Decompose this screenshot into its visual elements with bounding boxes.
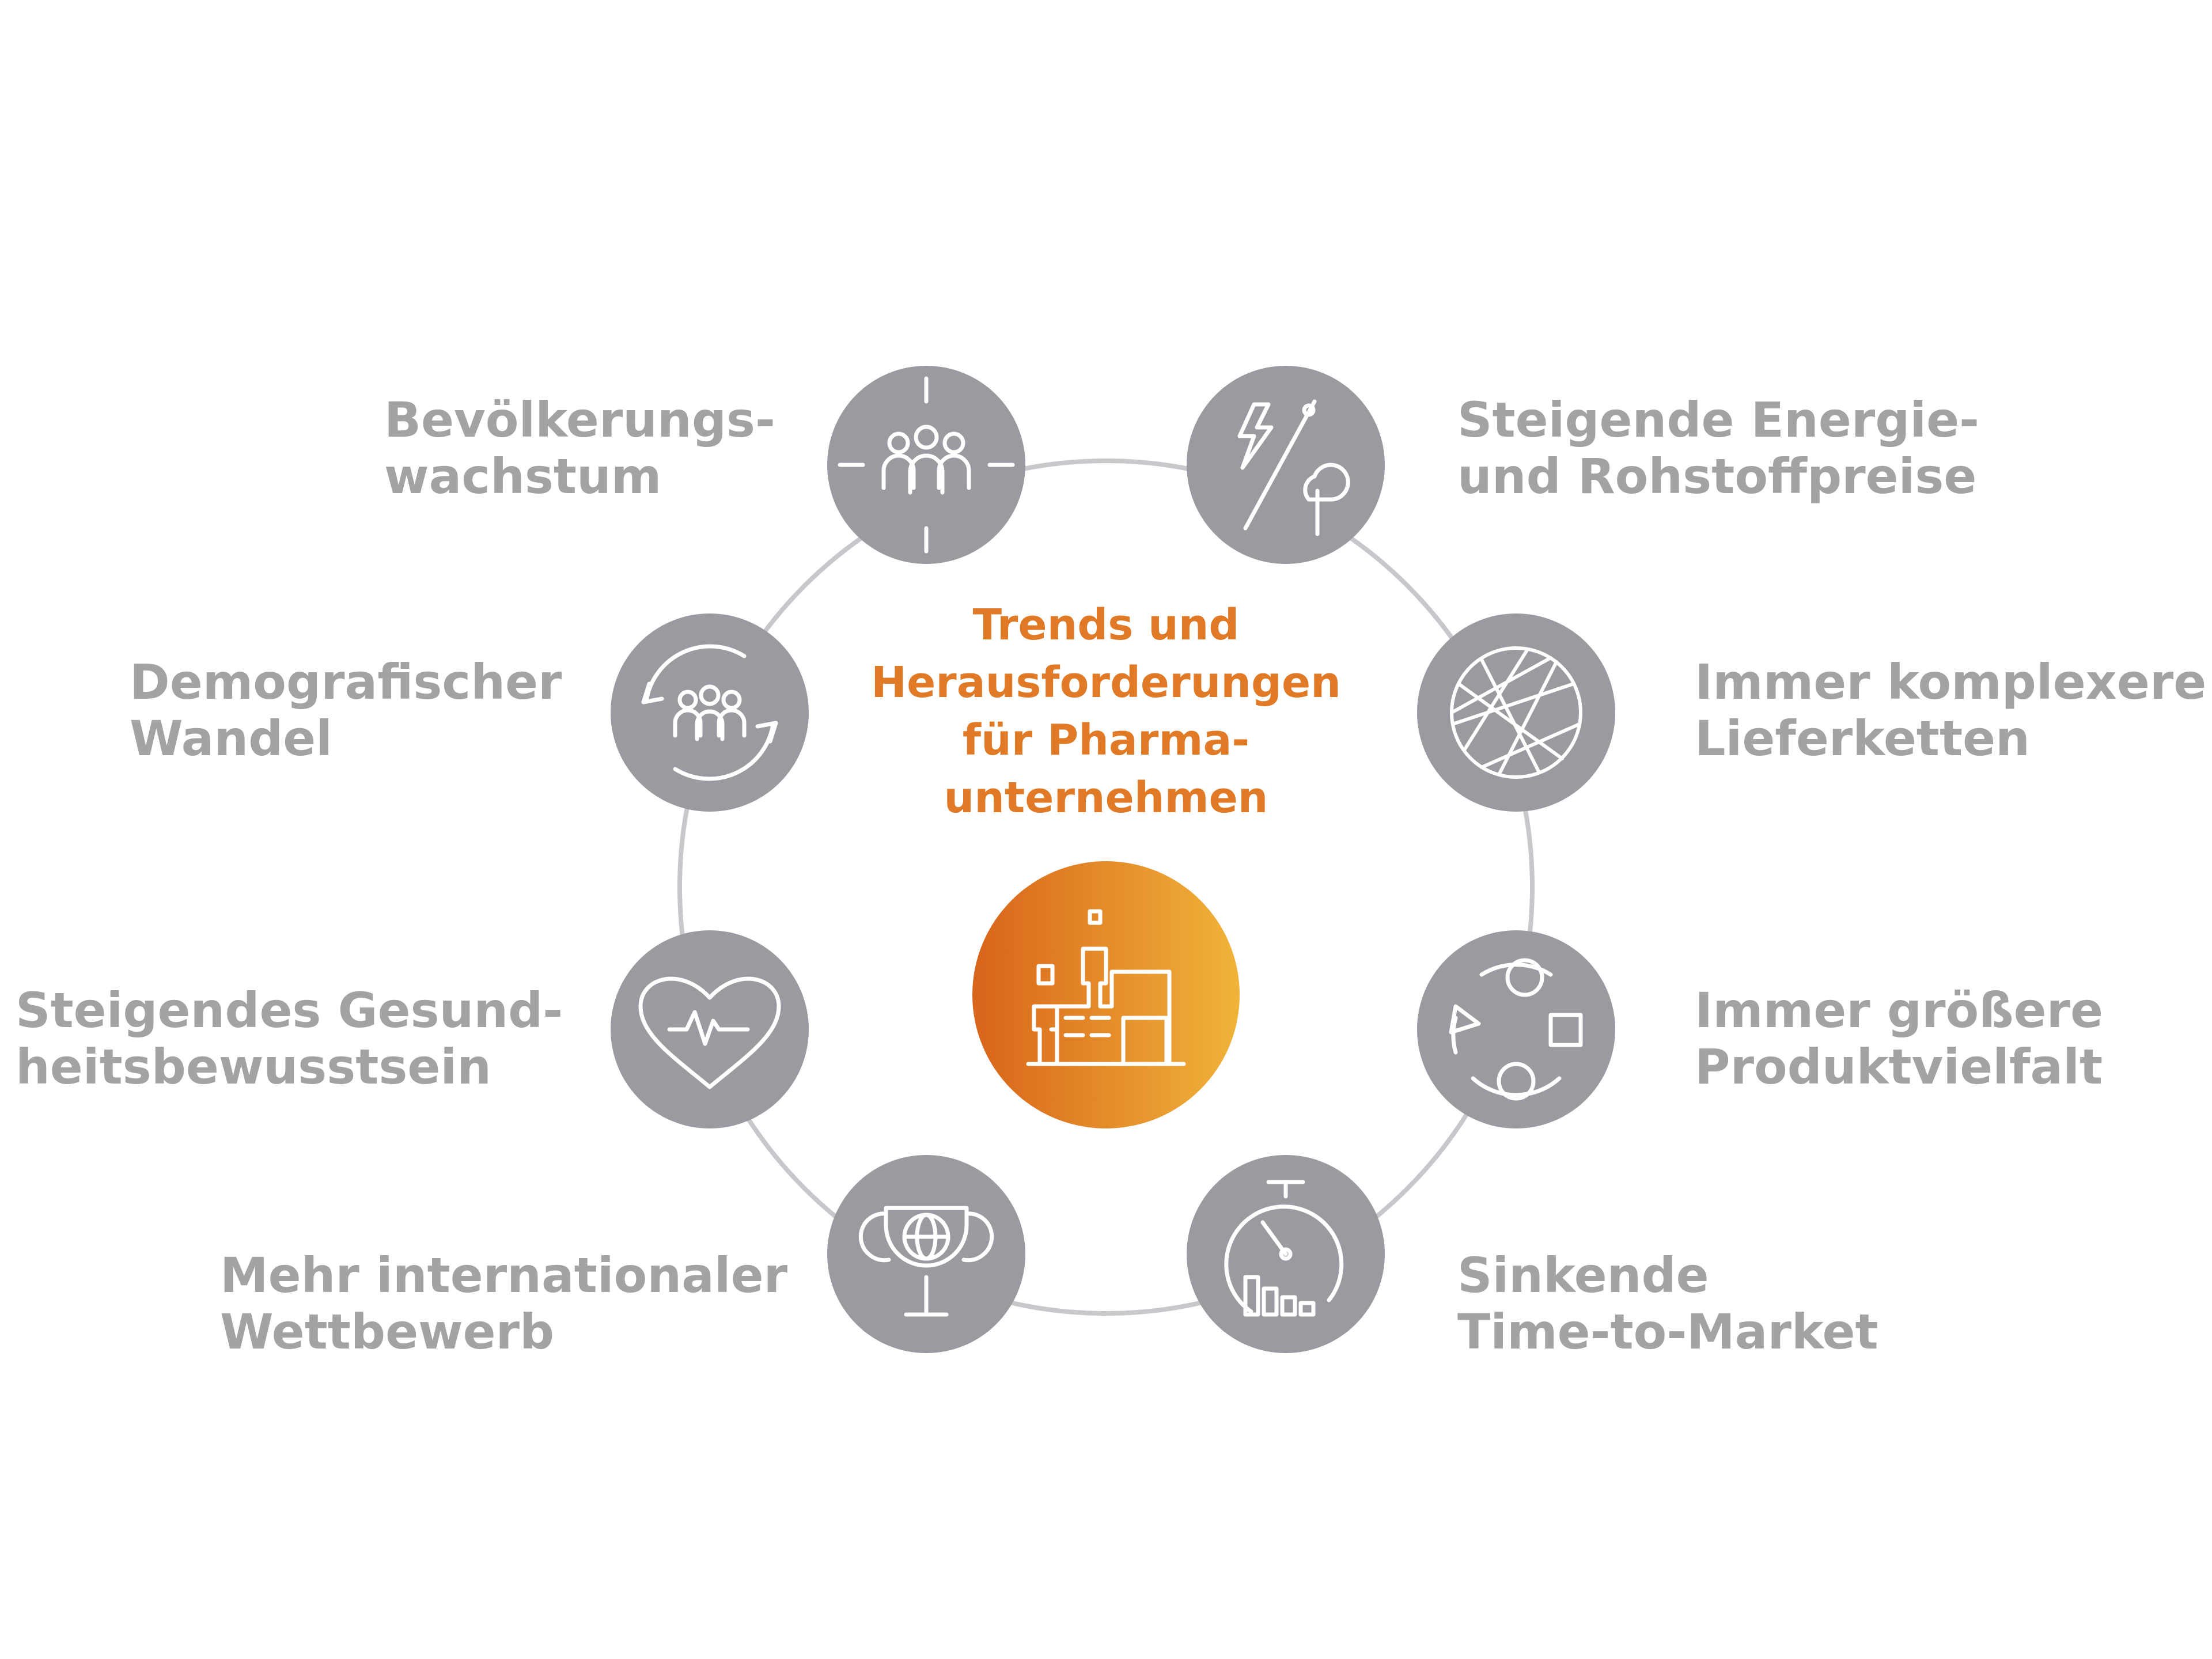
center-title-line: unternehmen (944, 773, 1268, 823)
factory-icon (1026, 909, 1186, 1066)
label-demografie: Demografischer Wandel (130, 654, 562, 767)
heart-pulse-icon (638, 976, 781, 1089)
network-globe-icon (1450, 646, 1582, 779)
label-line: Immer größere (1695, 982, 2103, 1039)
label-wettbewerb: Mehr internationaler Wettbewerb (220, 1247, 787, 1360)
node-wettbewerb (827, 1155, 1025, 1353)
label-line: Wandel (130, 710, 333, 767)
node-time-to-market (1187, 1155, 1385, 1353)
center-title: Trends und Herausforderungen für Pharma-… (830, 596, 1382, 827)
label-line: Produktvielfalt (1695, 1039, 2103, 1095)
label-gesundheit: Steigendes Gesund- heitsbewusstsein (16, 982, 563, 1095)
node-lieferketten (1417, 613, 1615, 812)
label-time-to-market: Sinkende Time-to-Market (1457, 1247, 1878, 1360)
node-gesundheit (611, 930, 809, 1128)
node-produktvielfalt (1417, 930, 1615, 1128)
population-growth-icon (838, 376, 1015, 554)
node-demografie (611, 613, 809, 812)
label-line: Demografischer (130, 654, 562, 710)
label-line: Wettbewerb (220, 1304, 555, 1360)
label-line: wachstum (384, 448, 662, 505)
label-line: heitsbewusstsein (16, 1039, 491, 1095)
center-title-line: Herausforderungen (871, 658, 1341, 707)
label-line: Steigendes Gesund- (16, 982, 563, 1039)
label-line: Lieferketten (1695, 710, 2030, 767)
label-line: und Rohstoffpreise (1457, 448, 1977, 505)
label-line: Steigende Energie- (1457, 392, 1979, 448)
label-line: Immer komplexere (1695, 654, 2207, 710)
label-line: Bevölkerungs- (384, 392, 775, 448)
stopwatch-chart-icon (1224, 1180, 1344, 1317)
label-bevoelkerung: Bevölkerungs- wachstum (384, 392, 775, 505)
node-energie (1187, 366, 1385, 564)
globe-trophy-icon (858, 1206, 994, 1317)
demographic-change-icon (641, 644, 778, 781)
label-lieferketten: Immer komplexere Lieferketten (1695, 654, 2206, 767)
label-line: Time-to-Market (1457, 1304, 1878, 1360)
label-energie: Steigende Energie- und Rohstoffpreise (1457, 392, 1979, 505)
center-title-line: für Pharma- (962, 715, 1250, 765)
center-title-line: Trends und (972, 600, 1240, 650)
energy-resource-price-icon (1237, 399, 1350, 536)
label-line: Sinkende (1457, 1247, 1709, 1304)
product-variety-shapes-icon (1449, 958, 1583, 1101)
center-node (972, 861, 1240, 1128)
label-line: Mehr internationaler (220, 1247, 787, 1304)
node-bevoelkerung (827, 366, 1025, 564)
label-produktvielfalt: Immer größere Produktvielfalt (1695, 982, 2103, 1095)
connecting-ring (677, 459, 1535, 1316)
